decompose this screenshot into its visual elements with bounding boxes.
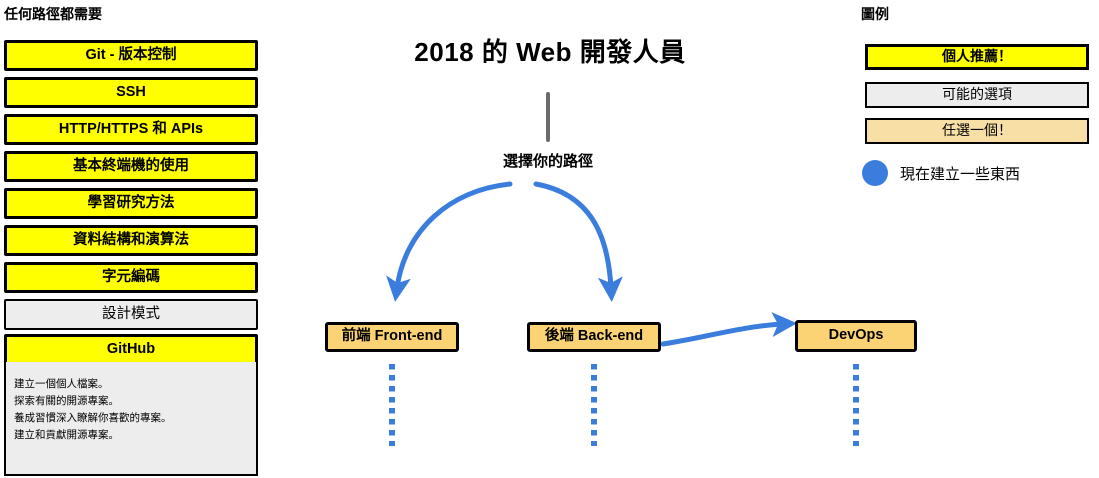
node-back-end[interactable]: 後端 Back-end [527,322,661,352]
legend-swatch-recommended: 個人推薦！ [865,44,1089,70]
backend-to-devops-arrow [660,312,797,347]
requirement-item-ssh[interactable]: SSH [4,77,258,108]
requirement-item-http-apis[interactable]: HTTP/HTTPS 和 APIs [4,114,258,145]
requirement-item-github[interactable]: GitHub [4,334,258,365]
choose-path-label: 選擇你的路徑 [502,153,593,170]
github-detail-line-4: 建立和貢獻開源專案。 [14,429,119,441]
requirement-item-terminal-usage[interactable]: 基本終端機的使用 [4,151,258,182]
requirement-item-data-structures[interactable]: 資料結構和演算法 [4,225,258,256]
github-detail-panel: 建立一個個人檔案。 探索有關的開源專案。 養成習慣深入瞭解你喜歡的專案。 建立和… [4,362,258,476]
requirement-item-character-encoding[interactable]: 字元編碼 [4,262,258,293]
legend-title: 圖例 [861,6,889,22]
requirement-item-design-patterns[interactable]: 設計模式 [4,299,258,330]
branch-arrows [386,181,623,302]
github-detail-line-3: 養成習慣深入瞭解你喜歡的專案。 [14,412,172,424]
page-title: 2018 的 Web 開發人員 [414,37,686,67]
requirement-item-research-methods[interactable]: 學習研究方法 [4,188,258,219]
left-column-title: 任何路徑都需要 [4,6,102,22]
github-detail-line-1: 建立一個個人檔案。 [14,378,109,390]
front-end-continuation-dots [389,364,395,446]
node-devops[interactable]: DevOps [795,320,917,352]
legend-build-now-label: 現在建立一些東西 [900,165,1021,183]
requirement-item-git[interactable]: Git - 版本控制 [4,40,258,71]
blue-circle-icon [862,160,888,186]
github-detail-line-2: 探索有關的開源專案。 [14,395,119,407]
back-end-continuation-dots [591,364,597,446]
node-front-end[interactable]: 前端 Front-end [325,322,459,352]
legend-swatch-pick-one: 任選一個！ [865,118,1089,144]
legend-swatch-optional: 可能的選項 [865,82,1089,108]
legend-entry-build-now: 現在建立一些東西 [862,160,1020,186]
devops-continuation-dots [853,364,859,446]
title-stem-connector [546,92,550,142]
